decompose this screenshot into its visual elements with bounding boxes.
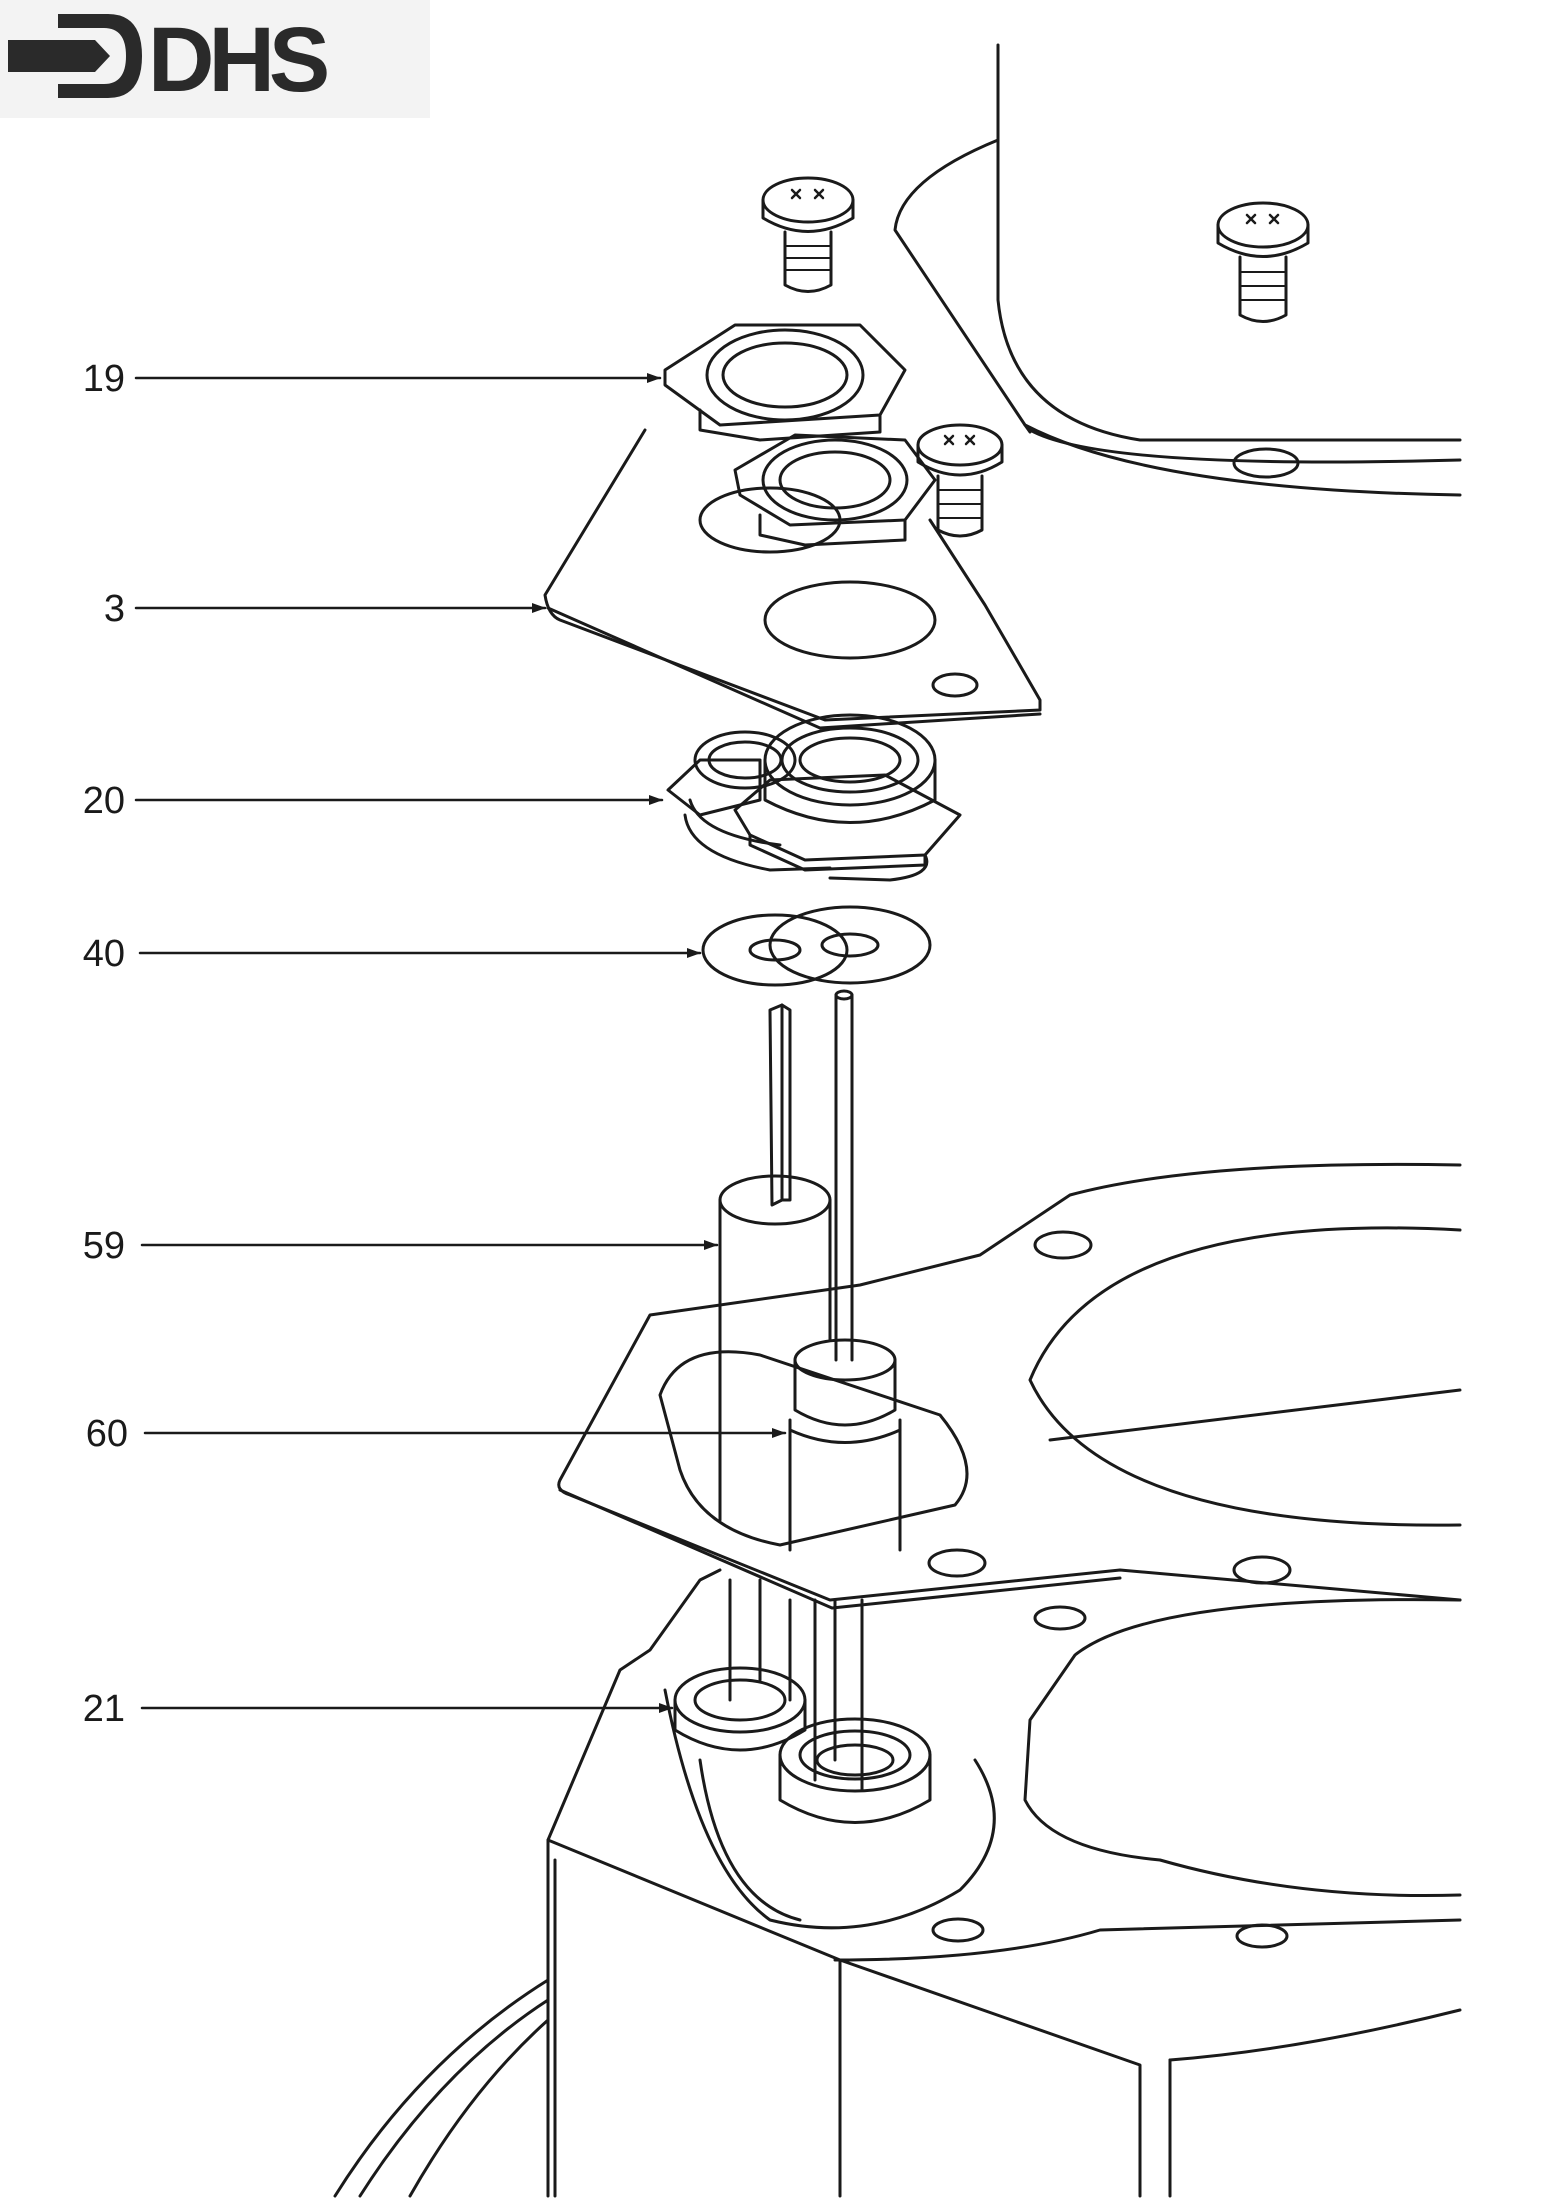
lower-cables [333, 1978, 550, 2198]
callout-label-60: 60 [85, 1413, 128, 1455]
callout-label-59: 59 [82, 1225, 125, 1267]
middle-plate [557, 1162, 1462, 1610]
callout-label-19: 19 [82, 358, 125, 400]
screw-top-left [761, 176, 855, 293]
callout-label-3: 3 [103, 588, 125, 630]
hex-nut-19 [663, 323, 907, 442]
electrode-59 [718, 1174, 832, 1522]
mounting-plate-3 [543, 428, 1042, 730]
washers-40 [701, 905, 932, 987]
logo-arrow-icon [8, 14, 142, 98]
hex-nut-second [733, 433, 937, 547]
insulator-60 [788, 1338, 902, 1552]
grommets-21 [673, 1578, 932, 1824]
electrode-pins [768, 989, 854, 1362]
logo-text: DHS [148, 9, 330, 111]
lower-base-housing [546, 1568, 1462, 2198]
callout-label-40: 40 [82, 933, 125, 975]
callout-label-21: 21 [82, 1688, 125, 1730]
bushing-nuts-20 [666, 713, 962, 882]
dhs-logo: DHS [0, 0, 430, 118]
screw-top-right [1216, 201, 1310, 323]
upper-housing [893, 43, 1462, 497]
callout-label-20: 20 [82, 780, 125, 822]
callout-leaders [134, 373, 787, 1713]
